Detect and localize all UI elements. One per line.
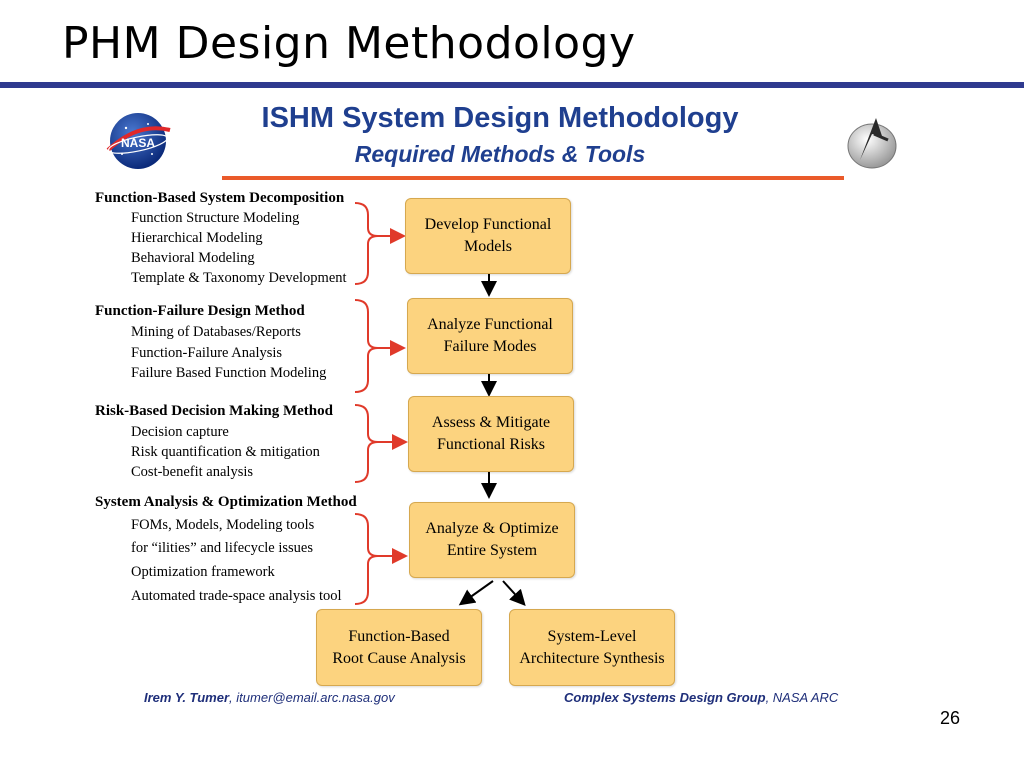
diagram-subtitle: Required Methods & Tools bbox=[354, 141, 646, 167]
bracket-group-3 bbox=[354, 404, 379, 483]
group-heading: Function-Failure Design Method bbox=[95, 303, 305, 319]
group-heading: Function-Based System Decomposition bbox=[95, 190, 345, 206]
box-assess-mitigate-risks: Assess & Mitigate Functional Risks bbox=[408, 396, 574, 472]
group-item: Cost-benefit analysis bbox=[131, 464, 254, 480]
group-item: Automated trade-space analysis tool bbox=[131, 588, 342, 604]
box-analyze-optimize-system: Analyze & Optimize Entire System bbox=[409, 502, 575, 578]
arrow-logo bbox=[847, 118, 897, 169]
diagram-title: ISHM System Design Methodology bbox=[261, 102, 739, 134]
group-heading: Risk-Based Decision Making Method bbox=[95, 403, 333, 419]
nasa-logo: NASA bbox=[106, 113, 171, 169]
flow-arrow-4 bbox=[458, 580, 494, 606]
title-underline bbox=[222, 176, 844, 180]
footer-author: Irem Y. Tumer, itumer@email.arc.nasa.gov bbox=[144, 690, 395, 705]
group-item: Behavioral Modeling bbox=[131, 250, 255, 266]
footer-group: Complex Systems Design Group, NASA ARC bbox=[564, 690, 839, 705]
flow-arrow-5 bbox=[502, 580, 526, 606]
slide-title: PHM Design Methodology bbox=[62, 18, 636, 69]
group-item: Failure Based Function Modeling bbox=[131, 365, 327, 381]
group-item: Function Structure Modeling bbox=[131, 210, 300, 226]
group-item: Hierarchical Modeling bbox=[131, 230, 263, 246]
group-item: Function-Failure Analysis bbox=[131, 345, 283, 361]
group-item: Template & Taxonomy Development bbox=[131, 270, 347, 286]
bracket-group-1 bbox=[354, 202, 379, 285]
group-item: Decision capture bbox=[131, 424, 229, 440]
box-analyze-functional-failure-modes: Analyze Functional Failure Modes bbox=[407, 298, 573, 374]
page-number: 26 bbox=[940, 708, 961, 728]
group-item: Risk quantification & mitigation bbox=[131, 444, 320, 460]
group-heading: System Analysis & Optimization Method bbox=[95, 494, 357, 510]
group-item: for “ilities” and lifecycle issues bbox=[131, 540, 313, 556]
bracket-group-4 bbox=[354, 513, 379, 605]
group-item: Optimization framework bbox=[131, 564, 275, 580]
title-rule bbox=[0, 82, 1024, 88]
box-develop-functional-models: Develop Functional Models bbox=[405, 198, 571, 274]
box-root-cause-analysis: Function-Based Root Cause Analysis bbox=[316, 609, 482, 686]
svg-text:NASA: NASA bbox=[121, 136, 155, 150]
bracket-group-2 bbox=[354, 299, 379, 393]
group-item: FOMs, Models, Modeling tools bbox=[131, 517, 315, 533]
box-architecture-synthesis: System-Level Architecture Synthesis bbox=[509, 609, 675, 686]
group-item: Mining of Databases/Reports bbox=[131, 324, 301, 340]
